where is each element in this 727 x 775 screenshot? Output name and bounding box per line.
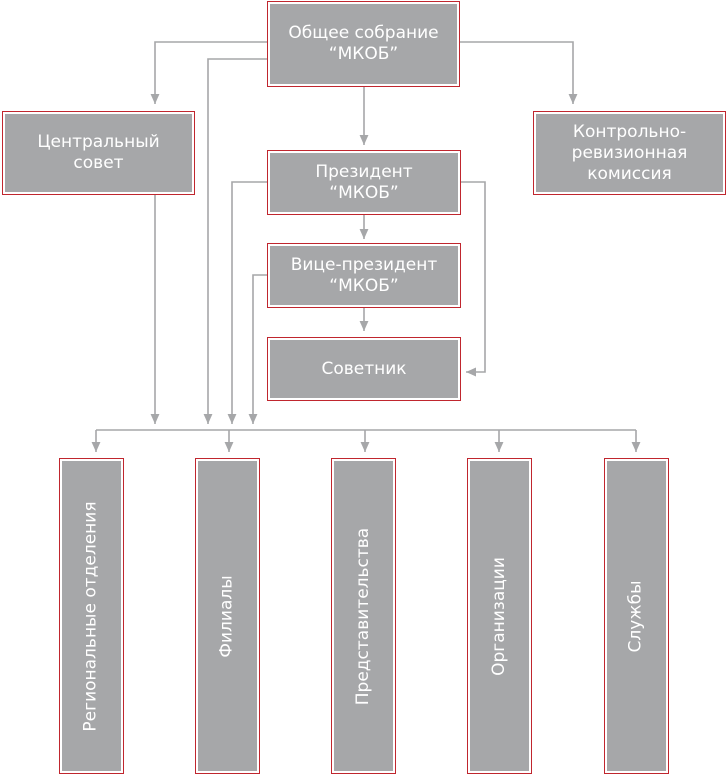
node-vice-president-label: Вице-президент “МКОБ” [290, 254, 438, 296]
connector-assembly-to-audit-commission [458, 41, 578, 104]
node-organizations: Организации [467, 458, 532, 774]
node-representative-offices-label: Представительства [353, 527, 373, 705]
connector-assembly-to-bus [203, 58, 268, 424]
node-branches: Филиалы [195, 458, 260, 774]
node-president: Президент “МКОБ” [267, 150, 461, 215]
node-representative-offices: Представительства [331, 458, 396, 774]
node-services-label: Службы [626, 579, 646, 653]
node-organizations-label: Организации [489, 556, 509, 676]
node-vice-president: Вице-президент “МКОБ” [267, 243, 461, 308]
node-regional-branches-label: Региональные отделения [81, 500, 102, 732]
node-regional-branches: Региональные отделения [59, 458, 124, 774]
node-audit-commission-label: Контрольно- ревизионная комиссия [571, 121, 688, 184]
node-advisor: Советник [267, 337, 461, 401]
node-central-council-label: Центральный совет [37, 132, 160, 173]
node-central-council: Центральный совет [2, 111, 195, 195]
connector-president-to-advisor [460, 181, 486, 377]
node-advisor-label: Советник [321, 358, 407, 379]
connector-assembly-to-central-council [150, 41, 268, 104]
connector-president-to-bus [227, 181, 268, 424]
node-branches-label: Филиалы [217, 574, 237, 658]
node-general-assembly: Общее собрание “МКОБ” [267, 1, 460, 87]
node-general-assembly-label: Общее собрание “МКОБ” [288, 23, 439, 64]
node-audit-commission: Контрольно- ревизионная комиссия [533, 111, 726, 195]
connector-vice-president-to-bus [248, 274, 268, 424]
node-president-label: Президент “МКОБ” [315, 161, 413, 203]
node-services: Службы [604, 458, 669, 774]
